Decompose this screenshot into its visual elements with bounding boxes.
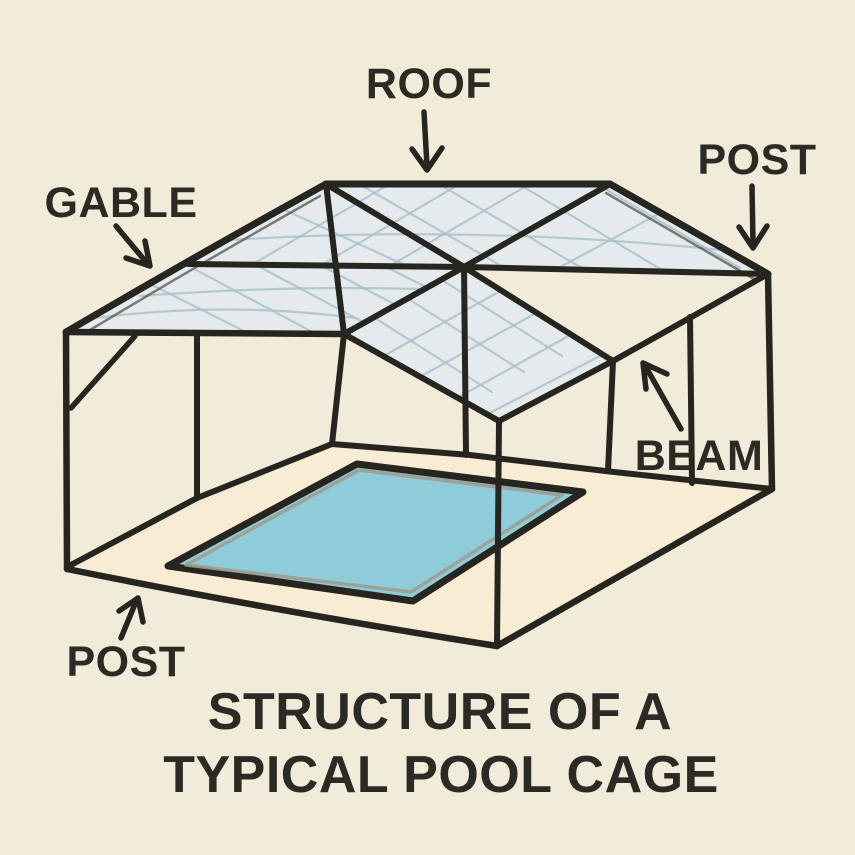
post-front-right bbox=[605, 358, 616, 474]
knee-brace bbox=[68, 333, 138, 411]
post-right-mid bbox=[687, 314, 695, 486]
post-top-label: POST bbox=[697, 136, 816, 184]
post-bottom-arrow-icon bbox=[116, 595, 146, 641]
post-left-corner bbox=[62, 328, 71, 573]
roof-rafter-left bbox=[323, 181, 467, 270]
floor bbox=[67, 444, 772, 646]
wall-frame bbox=[62, 264, 776, 649]
gable-arrow-icon bbox=[113, 223, 153, 269]
wall-base-back-right bbox=[329, 441, 775, 492]
roof-rafter-right bbox=[461, 181, 613, 270]
pool-water bbox=[164, 460, 587, 605]
diagram-title-line1: STRUCTURE OF A bbox=[208, 683, 672, 741]
diagram-title-line2: TYPICAL POOL CAGE bbox=[163, 746, 719, 804]
annotations: ROOF POST GABLE BEAM POST STRU bbox=[45, 60, 817, 804]
gable-label: GABLE bbox=[45, 179, 198, 227]
gable-front-edge bbox=[323, 181, 347, 337]
floor-edge-front-left bbox=[63, 565, 501, 650]
floor-frame bbox=[63, 441, 776, 650]
roof-screen-panel-left bbox=[66, 264, 464, 334]
front-right-eave-beam bbox=[496, 358, 616, 424]
post-right-corner bbox=[764, 270, 776, 493]
front-left-eave-beam bbox=[341, 331, 502, 424]
front-panel-upper-left-edge bbox=[341, 264, 467, 337]
post-back-left bbox=[329, 331, 347, 447]
post-bottom-label: POST bbox=[66, 638, 185, 686]
gable-left-slope bbox=[62, 180, 330, 336]
roof-arrow-icon bbox=[409, 109, 445, 173]
post-front-center bbox=[494, 418, 502, 649]
beam-arrow-icon bbox=[640, 360, 684, 432]
post-top-arrow-icon bbox=[736, 183, 770, 251]
wall-base-back-left bbox=[66, 441, 335, 569]
front-panel-upper-right-edge bbox=[461, 264, 616, 364]
pool-waterline bbox=[184, 468, 564, 594]
gable-left-slope-inner bbox=[88, 194, 322, 332]
floor-edge-front-right bbox=[493, 485, 776, 650]
post-back-center bbox=[461, 264, 469, 458]
left-eave-beam bbox=[62, 328, 348, 338]
beam-label: BEAM bbox=[635, 432, 764, 480]
roof-right-hip-inner bbox=[604, 191, 756, 281]
roof-label: ROOF bbox=[366, 60, 492, 108]
roof-right-hip bbox=[606, 180, 772, 278]
roof-frame bbox=[62, 180, 772, 424]
cage-frame bbox=[62, 180, 776, 650]
